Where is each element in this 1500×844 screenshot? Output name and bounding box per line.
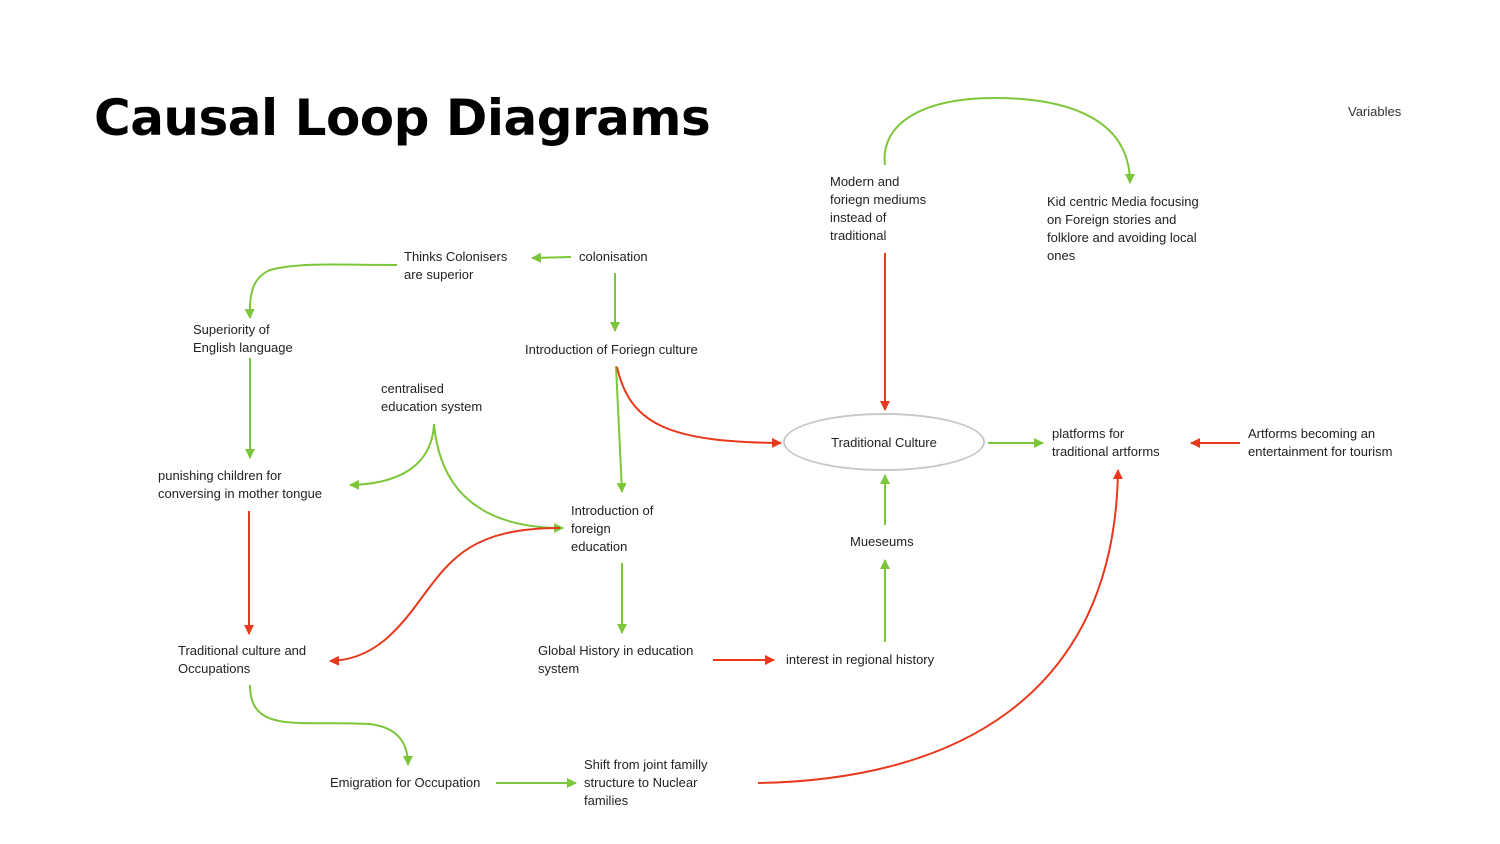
node-platforms: platforms for traditional artforms: [1052, 426, 1160, 459]
node-interest-regional: interest in regional history: [786, 652, 935, 667]
legend-variables-label: Variables: [1348, 104, 1402, 119]
edge-intro-foreign-education-traditional-occupations: [329, 527, 561, 666]
edge-centralised-education-punishing-children: [349, 423, 435, 490]
node-traditional-culture: Traditional Culture: [783, 413, 985, 471]
edge-shift-nuclear-platforms: [757, 469, 1123, 784]
edge-traditional-occupations-emigration: [249, 684, 413, 766]
node-modern-mediums: Modern and foriegn mediums instead of tr…: [830, 174, 927, 243]
node-emigration: Emigration for Occupation: [330, 775, 481, 790]
node-punishing-children: punishing children for conversing in mot…: [158, 468, 323, 501]
node-colonisation: colonisation: [579, 249, 648, 264]
node-centralised-education: centralised education system: [381, 381, 483, 414]
node-traditional-culture-label: Traditional Culture: [831, 434, 937, 450]
node-intro-foreign-culture: Introduction of Foriegn culture: [525, 342, 698, 357]
node-shift-nuclear: Shift from joint familly structure to Nu…: [584, 757, 708, 808]
edge-modern-mediums-kid-media: [883, 96, 1135, 184]
node-global-history: Global History in education system: [538, 643, 694, 676]
node-mueseums: Mueseums: [850, 534, 914, 549]
edge-centralised-education-intro-foreign-education: [433, 423, 564, 533]
node-intro-foreign-education: Introduction of foreign education: [571, 503, 654, 554]
edge-intro-foreign-culture-intro-foreign-education: [615, 365, 627, 493]
edge-colonisation-thinks-colonisers: [531, 252, 572, 263]
node-traditional-occupations: Traditional culture and Occupations: [178, 643, 307, 676]
edge-intro-foreign-culture-traditional-culture: [616, 366, 782, 448]
page-title: Causal Loop Diagrams: [94, 89, 711, 147]
node-thinks-colonisers: Thinks Colonisers are superior: [404, 249, 508, 282]
edge-thinks-colonisers-superiority-english: [244, 263, 398, 319]
node-superiority-english: Superiority of English language: [193, 322, 293, 355]
node-kid-media: Kid centric Media focusing on Foreign st…: [1047, 194, 1199, 263]
node-artforms-tourism: Artforms becoming an entertainment for t…: [1248, 426, 1393, 459]
